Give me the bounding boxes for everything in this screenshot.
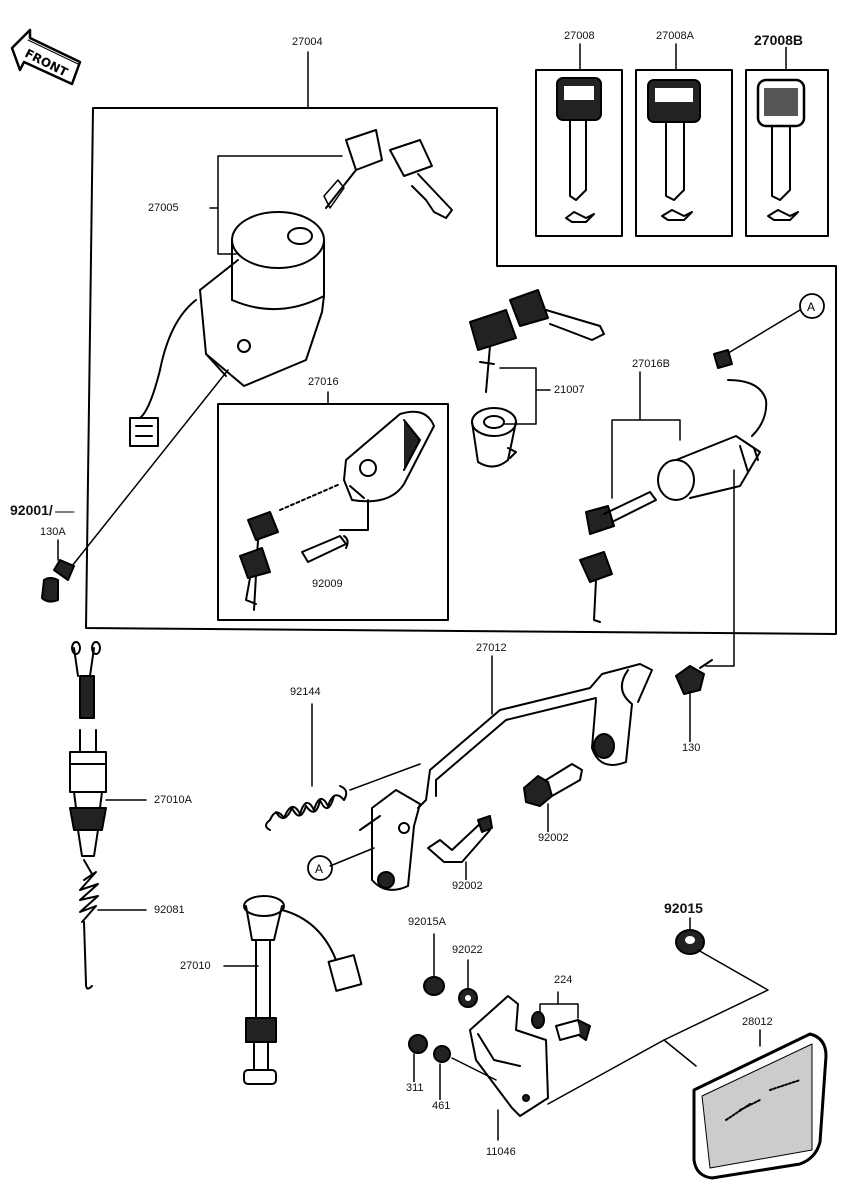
label-27016b: 27016B: [630, 358, 672, 371]
label-92022: 92022: [450, 944, 485, 957]
washer-461-icon: [433, 1045, 451, 1063]
bolt-130a-icon: [41, 559, 75, 603]
callout-a-top-text: A: [807, 300, 815, 314]
nut-92015a-icon: [423, 976, 445, 996]
label-27012: 27012: [474, 642, 509, 655]
label-224: 224: [552, 974, 575, 987]
label-92009: 92009: [310, 578, 345, 591]
label-27010: 27010: [178, 960, 213, 973]
switch-27010a-icon: [69, 641, 107, 857]
bolt-130-icon: [675, 659, 713, 695]
bolt-224-icon: [531, 1011, 591, 1041]
key-27008a-icon: [647, 79, 701, 221]
label-27005: 27005: [146, 202, 181, 215]
latch-rod-27012-icon: [417, 663, 653, 809]
callout-a-bottom-text: A: [315, 862, 323, 876]
label-92144: 92144: [288, 686, 323, 699]
seat-lock-27016b-icon: [657, 349, 768, 501]
label-92001: 92001/: [8, 502, 55, 518]
callout-a-top: [799, 293, 825, 319]
keys-21007-icon: [469, 289, 605, 393]
label-130: 130: [680, 742, 703, 755]
ignition-keys-icon: [323, 129, 453, 219]
front-arrow-icon: [10, 28, 82, 86]
label-92081: 92081: [152, 904, 187, 917]
label-21007: 21007: [552, 384, 587, 397]
key-27008b-icon: [756, 78, 806, 221]
label-92002-b: 92002: [536, 832, 571, 845]
label-92015: 92015: [662, 900, 705, 916]
key-box-27008: [535, 69, 623, 237]
spring-92081-icon: [79, 859, 99, 990]
label-92002-a: 92002: [450, 880, 485, 893]
label-130a: 130A: [38, 526, 68, 539]
reflector-28012-icon: [692, 1032, 828, 1180]
nut-311-icon: [408, 1034, 428, 1054]
label-27010a: 27010A: [152, 794, 194, 807]
ignition-switch-icon: [129, 211, 325, 447]
washer-92022-icon: [458, 988, 478, 1008]
label-27008a: 27008A: [654, 30, 696, 43]
fork-lock-27016-icon: [301, 410, 435, 563]
keys-27016b-icon: [579, 491, 657, 623]
callout-a-bottom: [307, 855, 333, 881]
key-box-27008b: [745, 69, 829, 237]
label-11046: 11046: [484, 1146, 518, 1159]
latch-bracket-icon: [359, 789, 421, 891]
label-461: 461: [430, 1100, 453, 1113]
switch-92002-b-icon: [523, 763, 583, 807]
label-27004: 27004: [290, 36, 325, 49]
switch-92002-a-icon: [427, 815, 493, 863]
label-27008: 27008: [562, 30, 597, 43]
label-311: 311: [404, 1082, 426, 1095]
key-27008-icon: [556, 77, 602, 223]
keys-27016-icon: [239, 483, 341, 611]
spring-92144-icon: [265, 785, 348, 831]
switch-27010-icon: [243, 895, 363, 1085]
label-92015a: 92015A: [406, 916, 448, 929]
key-box-27008a: [635, 69, 733, 237]
label-27008b: 27008B: [752, 32, 806, 48]
box-27016: [217, 403, 449, 621]
lock-cylinder-21007-icon: [471, 407, 517, 468]
kit-outline: [85, 107, 837, 635]
label-27016: 27016: [306, 376, 341, 389]
label-28012: 28012: [740, 1016, 775, 1029]
